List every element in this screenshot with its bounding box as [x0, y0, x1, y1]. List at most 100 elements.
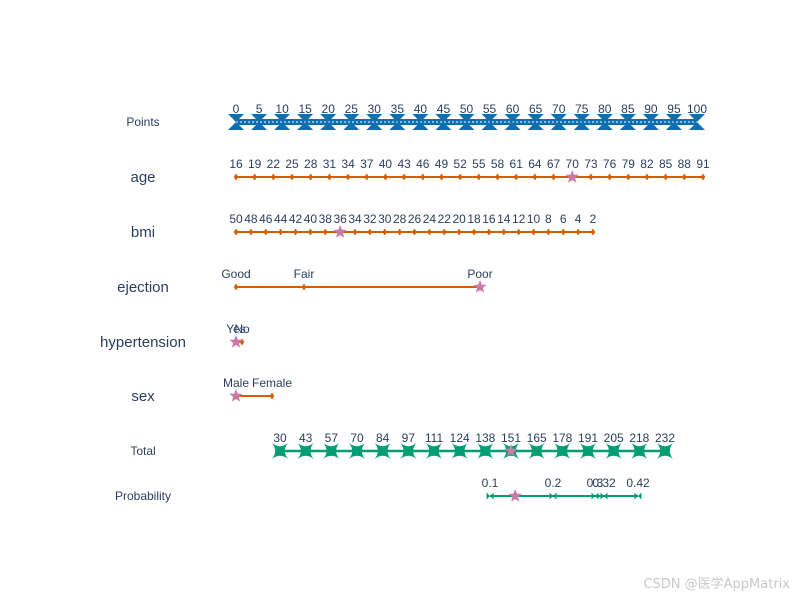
tick-marker: [239, 338, 245, 346]
tick-marker: [297, 443, 314, 459]
tick-label: 14: [497, 212, 511, 226]
tick-label: 20: [452, 212, 466, 226]
tick-label: 43: [397, 157, 411, 171]
tick-marker: [591, 492, 599, 500]
tick-marker: [401, 173, 407, 181]
tick-marker: [263, 228, 269, 236]
tick-marker: [441, 228, 447, 236]
tick-label: 90: [644, 102, 658, 116]
tick-label: 6: [560, 212, 567, 226]
tick-marker: [600, 492, 608, 500]
highlight-star: [473, 280, 487, 293]
tick-label: 10: [275, 102, 289, 116]
tick-label: Good: [221, 267, 250, 281]
tick-label: 80: [598, 102, 612, 116]
tick-marker: [435, 114, 452, 130]
tick-marker: [397, 228, 402, 236]
tick-label: 88: [678, 157, 692, 171]
tick-label: 5: [256, 102, 263, 116]
tick-label: 52: [453, 157, 467, 171]
tick-label: 16: [229, 157, 243, 171]
tick-label: 75: [575, 102, 589, 116]
tick-label: 40: [304, 212, 318, 226]
tick-label: 55: [472, 157, 486, 171]
tick-label: 76: [603, 157, 617, 171]
tick-label: 0: [233, 102, 240, 116]
tick-label: 8: [545, 212, 552, 226]
row-label-points: Points: [126, 115, 159, 129]
tick-marker: [412, 114, 429, 130]
tick-marker: [427, 228, 432, 236]
tick-marker: [426, 443, 442, 459]
tick-label: 50: [460, 102, 474, 116]
tick-marker: [580, 443, 596, 459]
tick-marker: [531, 228, 536, 236]
tick-label: 91: [696, 157, 710, 171]
tick-marker: [248, 228, 254, 236]
tick-label: 70: [350, 431, 364, 445]
tick-label: 15: [298, 102, 312, 116]
tick-label: 28: [393, 212, 407, 226]
tick-label: Yes: [226, 322, 246, 336]
tick-label: 30: [273, 431, 287, 445]
tick-marker: [451, 443, 468, 459]
tick-marker: [272, 443, 288, 459]
tick-marker: [345, 173, 351, 181]
tick-marker: [389, 114, 406, 130]
tick-label: 10: [527, 212, 541, 226]
tick-label: 45: [437, 102, 451, 116]
tick-label: 30: [378, 212, 392, 226]
tick-label: 57: [325, 431, 339, 445]
tick-marker: [634, 492, 642, 500]
tick-marker: [343, 114, 360, 130]
tick-label: 19: [248, 157, 262, 171]
tick-label: 36: [333, 212, 347, 226]
tick-marker: [549, 492, 557, 500]
tick-marker: [590, 228, 596, 236]
tick-marker: [657, 443, 673, 459]
tick-marker: [481, 114, 498, 130]
highlight-star: [229, 335, 243, 348]
tick-marker: [233, 228, 239, 236]
tick-marker: [560, 228, 566, 236]
tick-label: No: [234, 322, 250, 336]
tick-label: 64: [528, 157, 542, 171]
tick-label: Male: [223, 376, 249, 390]
tick-label: 28: [304, 157, 318, 171]
tick-marker: [374, 443, 391, 459]
tick-label: 43: [299, 431, 313, 445]
row-label-age: age: [130, 169, 155, 186]
tick-label: 191: [578, 431, 598, 445]
tick-marker: [546, 228, 551, 236]
row-label-sex: sex: [131, 388, 155, 405]
tick-marker: [625, 173, 631, 181]
tick-label: 46: [259, 212, 273, 226]
tick-marker: [689, 114, 705, 130]
tick-marker: [382, 228, 388, 236]
tick-label: 60: [506, 102, 520, 116]
tick-marker: [528, 443, 545, 459]
tick-marker: [320, 114, 337, 130]
tick-label: Fair: [294, 267, 315, 281]
tick-label: 124: [450, 431, 470, 445]
tick-label: 38: [319, 212, 333, 226]
tick-marker: [364, 173, 370, 181]
highlight-star: [565, 170, 579, 183]
tick-marker: [458, 114, 475, 130]
tick-label: 205: [604, 431, 624, 445]
tick-marker: [476, 173, 482, 181]
tick-label: 73: [584, 157, 598, 171]
tick-marker: [383, 173, 388, 181]
tick-label: 37: [360, 157, 374, 171]
tick-marker: [274, 114, 291, 130]
tick-label: 79: [622, 157, 636, 171]
tick-marker: [308, 228, 313, 236]
tick-marker: [495, 173, 500, 181]
watermark: CSDN @医学AppMatrix: [643, 577, 790, 592]
tick-marker: [682, 173, 687, 181]
tick-label: 4: [575, 212, 582, 226]
tick-label: 61: [510, 157, 524, 171]
